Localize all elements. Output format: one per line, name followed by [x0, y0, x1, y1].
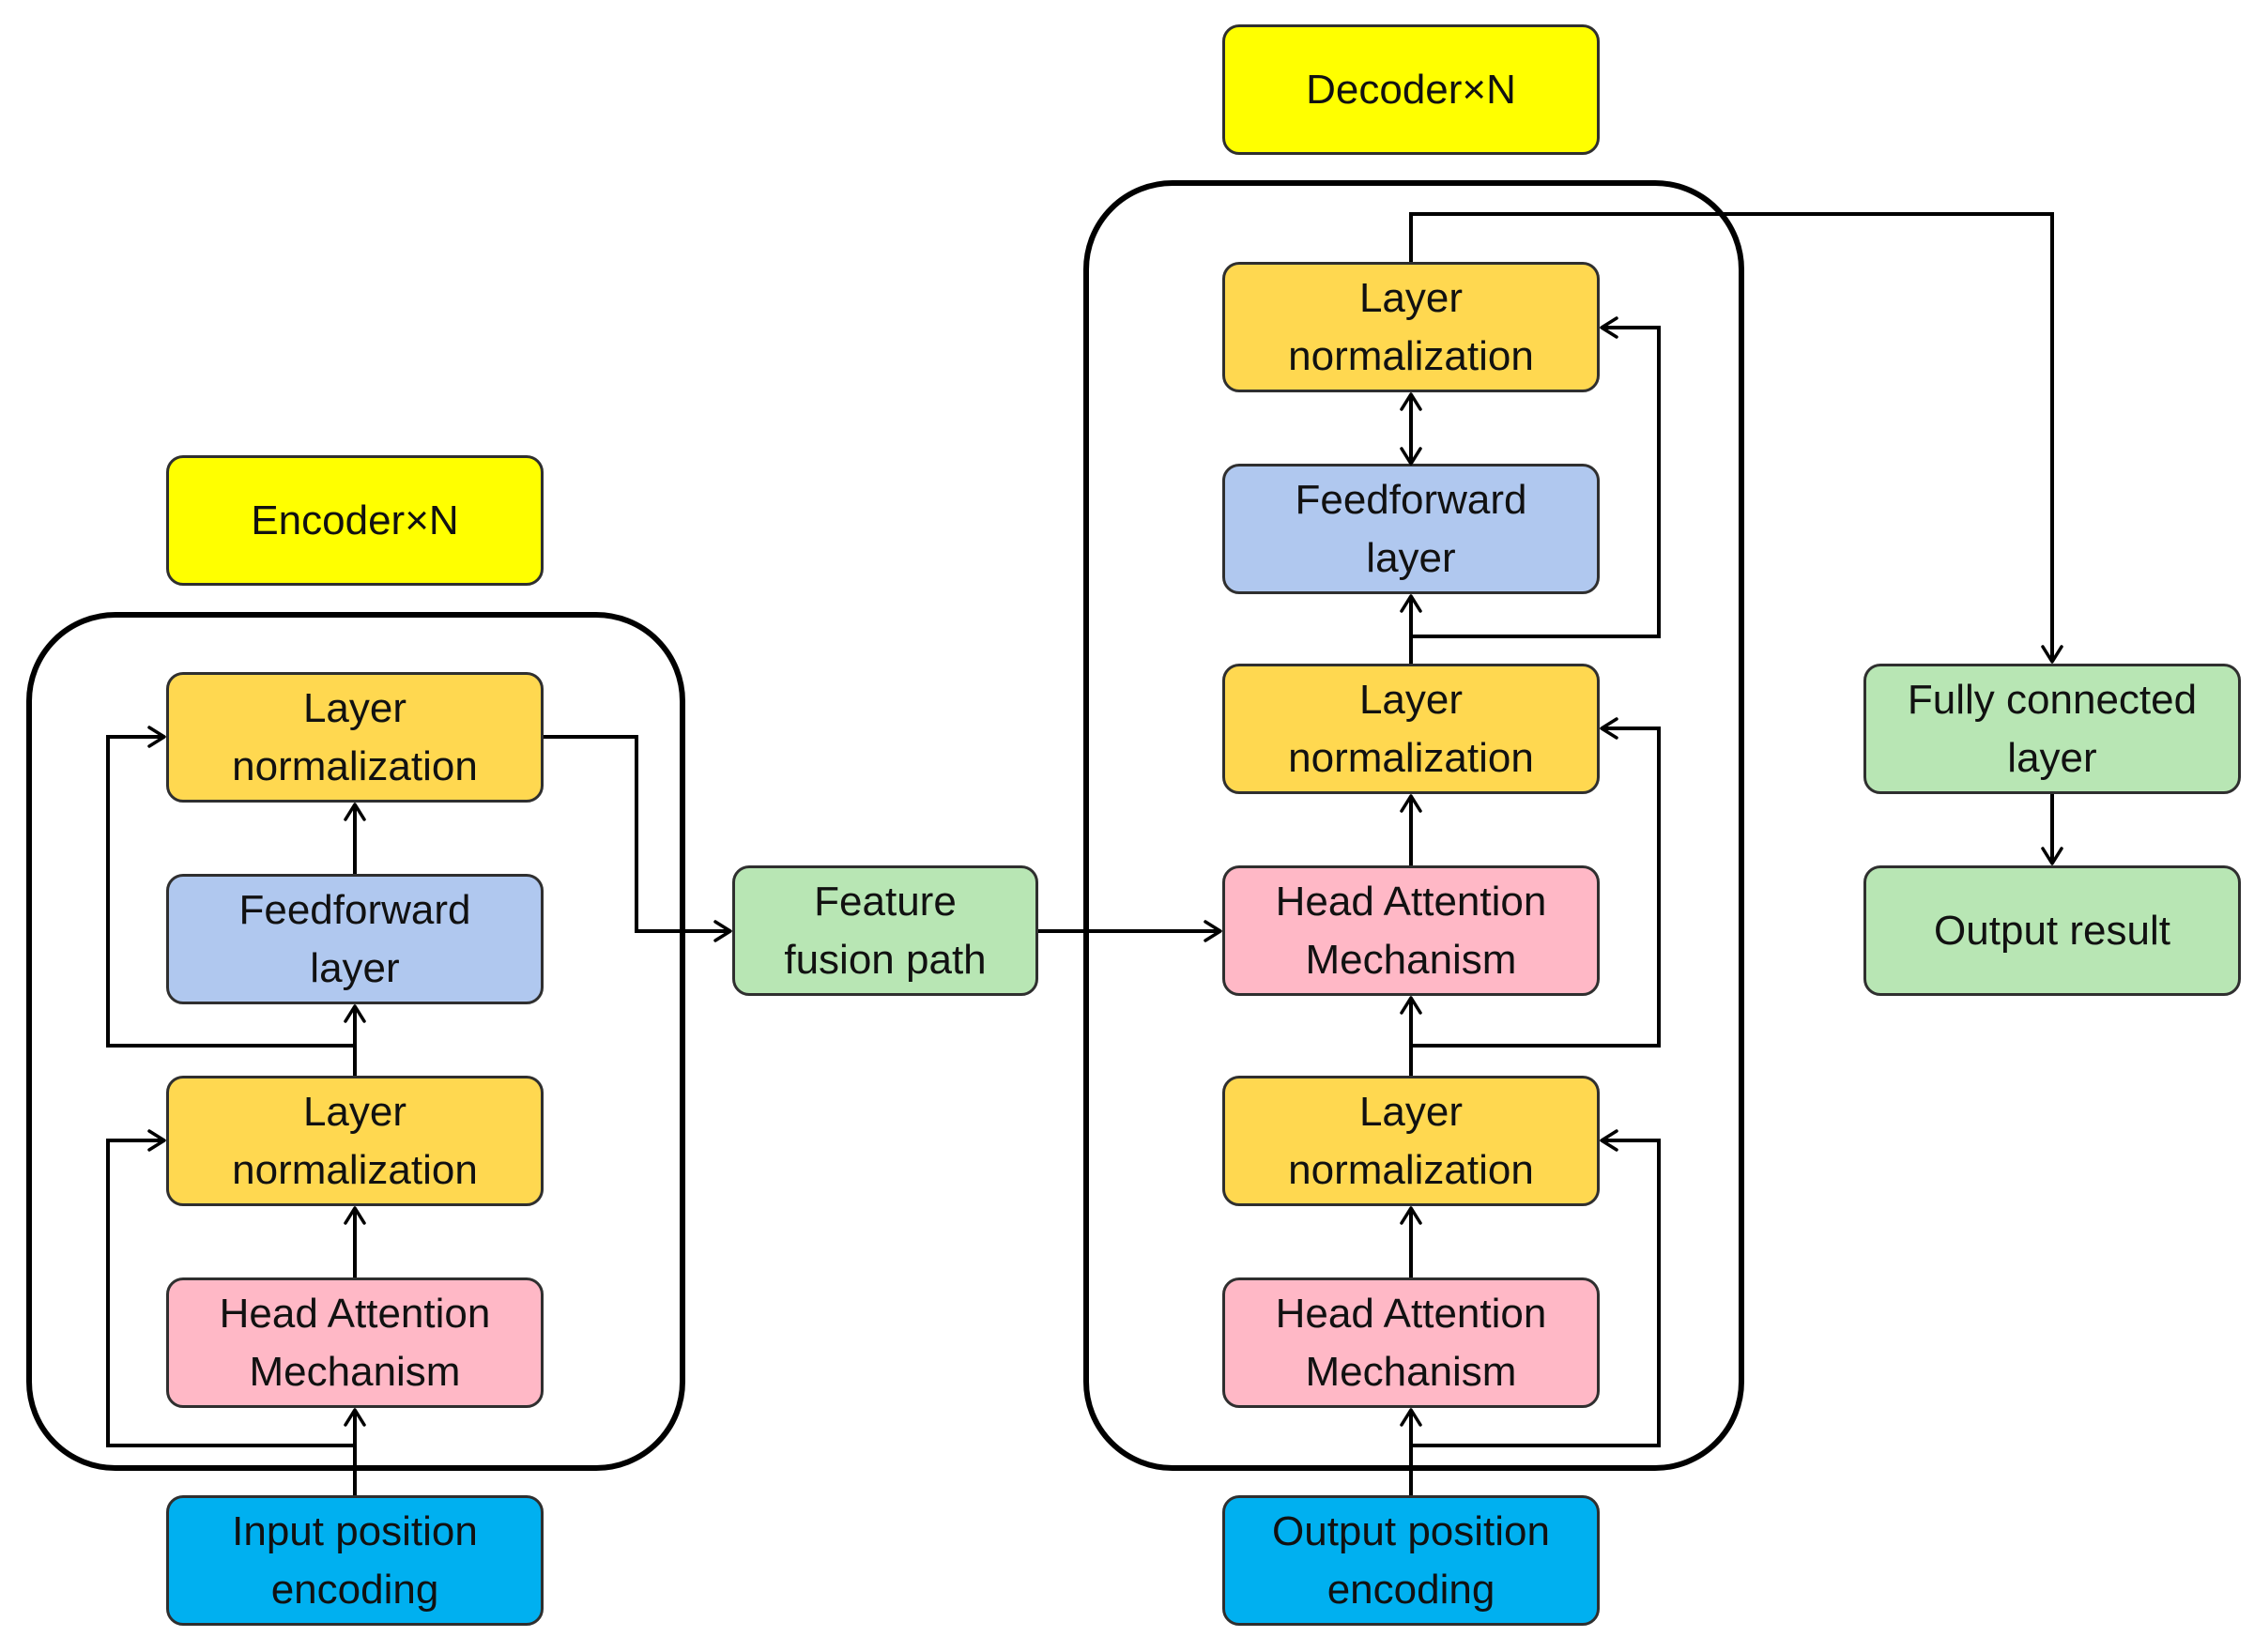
encoder-title: Encoder×N	[166, 455, 544, 586]
output-result: Output result	[1863, 865, 2241, 996]
decoder-layer-norm-bottom: Layer normalization	[1222, 1076, 1600, 1206]
decoder-title: Decoder×N	[1222, 24, 1600, 155]
encoder-layer-norm-bottom: Layer normalization	[166, 1076, 544, 1206]
decoder-stack-frame	[1083, 180, 1744, 1471]
feature-fusion-path: Feature fusion path	[732, 865, 1038, 996]
fully-connected-layer: Fully connected layer	[1863, 664, 2241, 794]
input-position-encoding: Input position encoding	[166, 1495, 544, 1626]
output-position-encoding: Output position encoding	[1222, 1495, 1600, 1626]
decoder-layer-norm-middle: Layer normalization	[1222, 664, 1600, 794]
decoder-head-attention-cross: Head Attention Mechanism	[1222, 865, 1600, 996]
decoder-feedforward-layer: Feedforward layer	[1222, 464, 1600, 594]
encoder-feedforward-layer: Feedforward layer	[166, 874, 544, 1004]
decoder-layer-norm-top: Layer normalization	[1222, 262, 1600, 392]
decoder-head-attention-self: Head Attention Mechanism	[1222, 1277, 1600, 1408]
encoder-layer-norm-top: Layer normalization	[166, 672, 544, 803]
encoder-head-attention: Head Attention Mechanism	[166, 1277, 544, 1408]
